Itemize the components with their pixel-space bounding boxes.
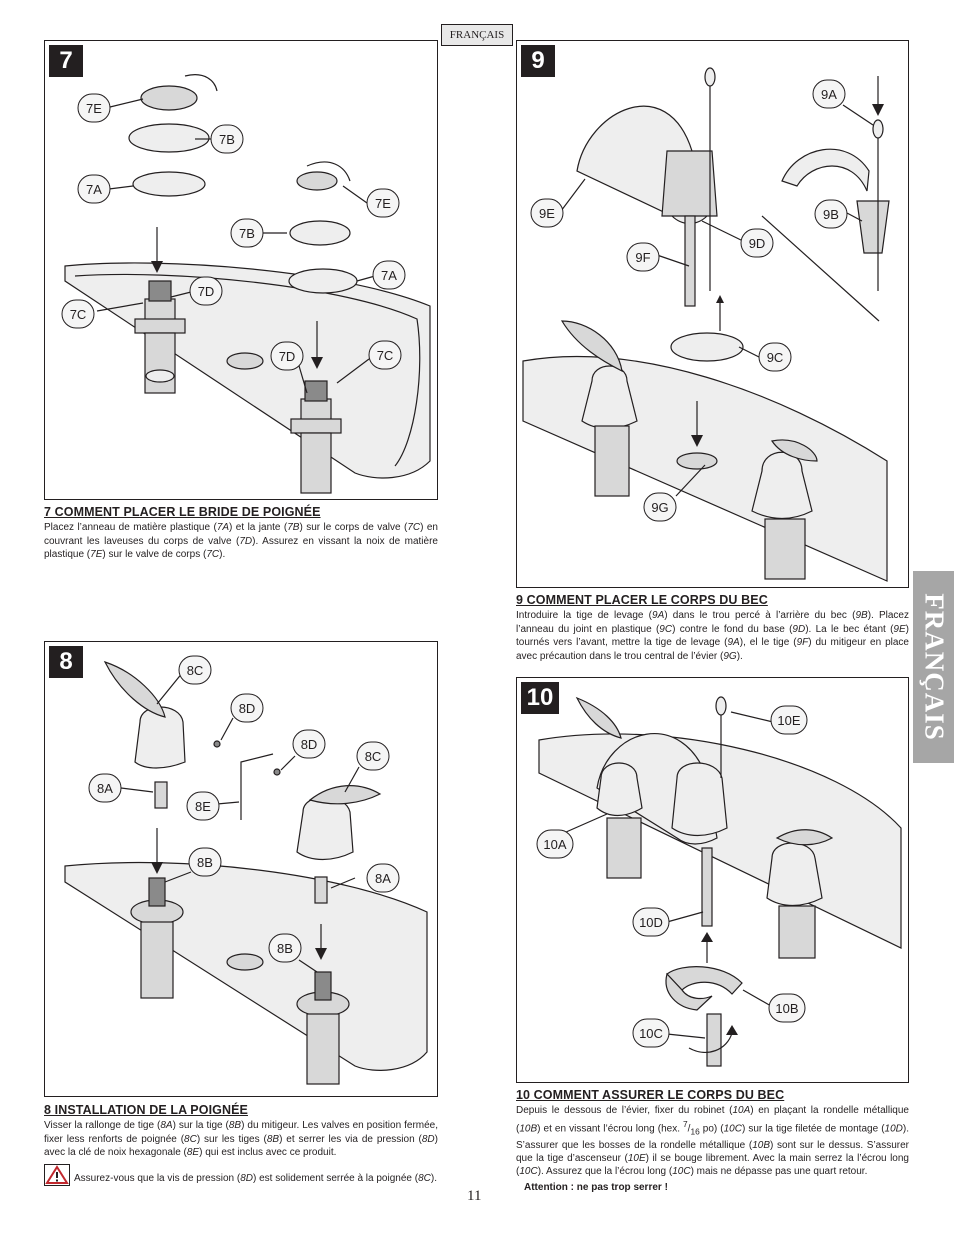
step-8-instructions: 8 INSTALLATION DE LA POIGNÉE Visser la r…: [44, 1103, 438, 1186]
side-tab-label: FRANÇAIS: [919, 593, 949, 741]
callout-9G: 9G: [643, 492, 677, 522]
svg-text:8D: 8D: [301, 737, 318, 752]
callout-10C: 10C: [632, 1018, 670, 1048]
callout-7D-a: 7D: [189, 276, 223, 306]
step-8-badge: 8: [49, 646, 83, 678]
step-8-illustration: 8C 8D 8D 8C 8A 8E 8B 8A 8B 8: [44, 641, 438, 1097]
svg-text:7D: 7D: [279, 349, 296, 364]
callout-7A-a: 7A: [77, 174, 111, 204]
callout-7B-b: 7B: [230, 218, 264, 248]
svg-text:8C: 8C: [365, 749, 382, 764]
svg-text:9F: 9F: [635, 250, 650, 265]
svg-text:9D: 9D: [749, 236, 766, 251]
step-7-body: Placez l’anneau de matière plastique (7A…: [44, 522, 438, 561]
callout-7A-b: 7A: [372, 260, 406, 290]
callout-8D-a: 8D: [230, 693, 264, 723]
svg-text:10D: 10D: [639, 915, 663, 930]
callout-8B-a: 8B: [188, 847, 222, 877]
callout-9B: 9B: [814, 199, 848, 229]
svg-text:8A: 8A: [375, 871, 391, 886]
svg-text:9A: 9A: [821, 87, 837, 102]
svg-text:9E: 9E: [539, 206, 555, 221]
callout-7C-a: 7C: [61, 299, 95, 329]
page-number: 11: [467, 1188, 482, 1204]
step-9-body: Introduire la tige de levage (9A) dans l…: [516, 610, 909, 662]
step-9-title: 9 COMMENT PLACER LE CORPS DU BEC: [516, 593, 768, 607]
step-8-drawing: 8C 8D 8D 8C 8A 8E 8B 8A 8B: [64, 655, 428, 1085]
callout-7E-b: 7E: [366, 188, 400, 218]
svg-text:10B: 10B: [775, 1001, 798, 1016]
svg-text:7C: 7C: [377, 348, 394, 363]
callout-8C-a: 8C: [178, 655, 212, 685]
svg-text:7A: 7A: [381, 268, 397, 283]
svg-text:7C: 7C: [70, 307, 87, 322]
callout-9E: 9E: [530, 198, 564, 228]
svg-text:8D: 8D: [239, 701, 256, 716]
step-10-illustration: 10E 10A 10D 10B 10C 10: [516, 677, 909, 1083]
svg-text:10A: 10A: [543, 837, 566, 852]
svg-text:7D: 7D: [198, 284, 215, 299]
step-10-body: Depuis le dessous de l’évier, fixer du r…: [516, 1105, 910, 1178]
callout-9D: 9D: [740, 228, 774, 258]
callout-8D-b: 8D: [292, 729, 326, 759]
callout-7C-b: 7C: [368, 340, 402, 370]
svg-text:8B: 8B: [197, 855, 213, 870]
step-10-drawing: 10E 10A 10D 10B 10C: [536, 696, 902, 1067]
callout-10A: 10A: [536, 829, 574, 859]
step-7-drawing: 7E 7B 7A 7E 7B 7A 7D 7C 7D 7C: [61, 74, 431, 494]
step-9-badge: 9: [521, 45, 555, 77]
step-10-badge: 10: [521, 682, 559, 714]
svg-text:7B: 7B: [239, 226, 255, 241]
svg-text:7E: 7E: [375, 196, 391, 211]
callout-8E: 8E: [186, 791, 220, 821]
svg-text:8E: 8E: [195, 799, 211, 814]
svg-text:9C: 9C: [767, 350, 784, 365]
step-7-badge: 7: [49, 45, 83, 77]
callout-10D: 10D: [632, 907, 670, 937]
callout-9A: 9A: [812, 79, 846, 109]
step-10-instructions: 10 COMMENT ASSURER LE CORPS DU BEC Depui…: [516, 1088, 910, 1194]
step-7-title: 7 COMMENT PLACER LE BRIDE DE POIGNÉE: [44, 505, 321, 519]
callout-8B-b: 8B: [268, 933, 302, 963]
callout-7E-a: 7E: [77, 93, 111, 123]
svg-text:10C: 10C: [639, 1026, 663, 1041]
callout-9F: 9F: [626, 242, 660, 272]
step-8-warning: Assurez-vous que la vis de pression (8D)…: [44, 1163, 438, 1186]
svg-text:9G: 9G: [651, 500, 668, 515]
svg-text:7A: 7A: [86, 182, 102, 197]
callout-10E: 10E: [770, 705, 808, 735]
attention-note: Attention : ne pas trop serrer !: [524, 1181, 668, 1193]
language-tag: FRANÇAIS: [441, 24, 513, 46]
step-10-title: 10 COMMENT ASSURER LE CORPS DU BEC: [516, 1088, 785, 1102]
callout-8A-b: 8A: [366, 863, 400, 893]
step-9-illustration: 9A 9E 9B 9D 9F 9C 9G 9: [516, 40, 909, 588]
svg-text:10E: 10E: [777, 713, 800, 728]
step-9-instructions: 9 COMMENT PLACER LE CORPS DU BEC Introdu…: [516, 593, 909, 663]
svg-text:7E: 7E: [86, 101, 102, 116]
step-9-drawing: 9A 9E 9B 9D 9F 9C 9G: [522, 67, 890, 582]
step-7-illustration: 7E 7B 7A 7E 7B 7A 7D 7C 7D 7C 7: [44, 40, 438, 500]
language-side-tab: FRANÇAIS: [913, 571, 954, 763]
callout-7D-b: 7D: [270, 341, 304, 371]
step-8-title: 8 INSTALLATION DE LA POIGNÉE: [44, 1103, 248, 1117]
callout-10B: 10B: [768, 993, 806, 1023]
step-7-instructions: 7 COMMENT PLACER LE BRIDE DE POIGNÉE Pla…: [44, 505, 438, 562]
svg-text:8A: 8A: [97, 781, 113, 796]
svg-text:8B: 8B: [277, 941, 293, 956]
callout-8A-a: 8A: [88, 773, 122, 803]
svg-text:7B: 7B: [219, 132, 235, 147]
warning-icon: [44, 1163, 70, 1186]
callout-7B-a: 7B: [210, 124, 244, 154]
callout-9C: 9C: [758, 342, 792, 372]
warning-text: Assurez-vous que la vis de pression (8D)…: [74, 1173, 437, 1185]
callout-8C-b: 8C: [356, 741, 390, 771]
svg-text:8C: 8C: [187, 663, 204, 678]
step-8-body: Visser la rallonge de tige (8A) sur la t…: [44, 1120, 438, 1159]
svg-text:9B: 9B: [823, 207, 839, 222]
